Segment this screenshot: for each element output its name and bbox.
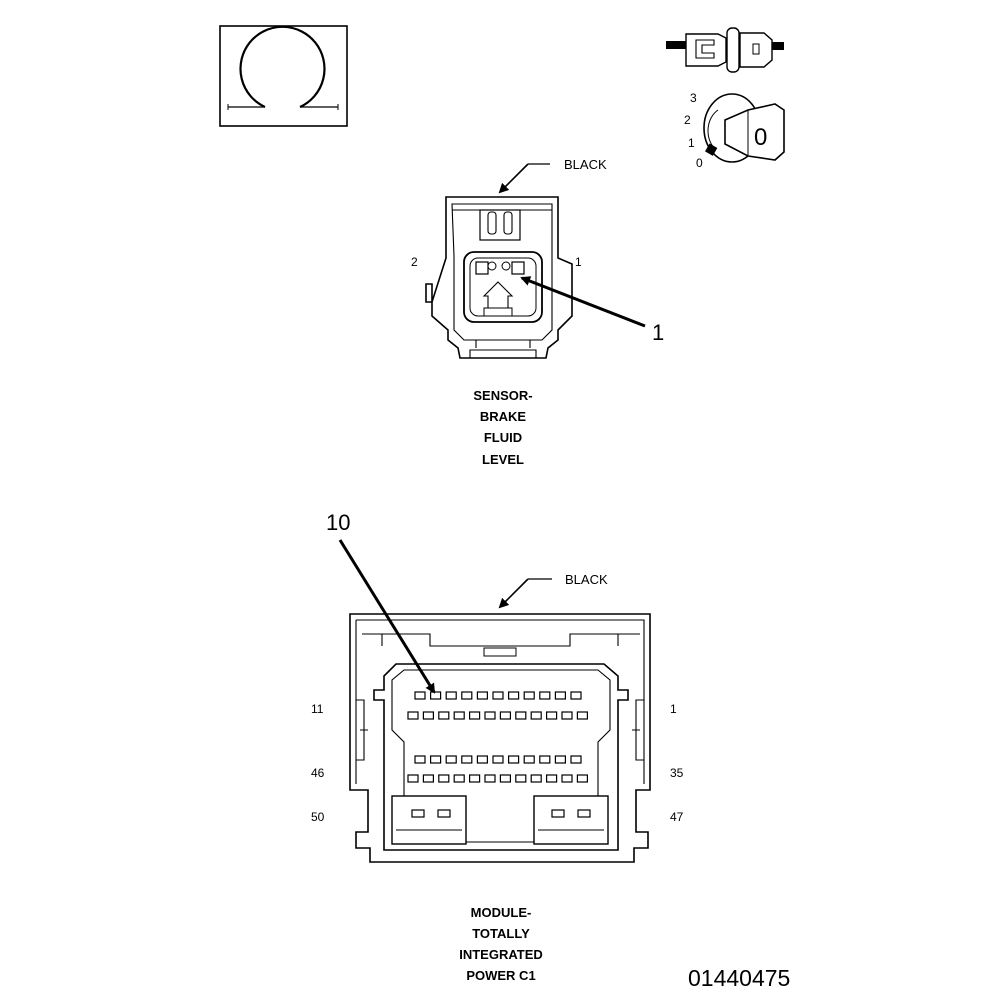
sensor-pin-right: 1: [575, 255, 582, 269]
module-pin-label-46: 46: [311, 766, 325, 780]
module-pin-cavity: [576, 774, 589, 783]
module-pin-cavity: [469, 711, 481, 720]
module-pin-cavity: [445, 691, 457, 700]
module-pin-grid: [407, 691, 591, 818]
module-pin-cavity: [570, 691, 582, 700]
module-pin-cavity: [499, 774, 511, 783]
module-pin-label-35: 35: [670, 766, 684, 780]
module-pin-label-1: 1: [670, 702, 677, 716]
module-caption-line-1: MODULE-: [471, 905, 532, 920]
module-pin-cavity: [508, 755, 520, 764]
key-switch-icon: 0 3 2 1 0: [684, 91, 785, 170]
module-pin-cavity: [539, 691, 551, 700]
key-position-1: 1: [688, 136, 695, 150]
module-pin-cavity: [523, 755, 535, 764]
module-pin-cavity: [508, 691, 520, 700]
sensor-color-leader: [498, 163, 550, 194]
sensor-caption-line-4: LEVEL: [482, 452, 524, 467]
module-pin-cavity: [530, 774, 542, 783]
sensor-caption-line-1: SENSOR-: [473, 388, 532, 403]
module-pin-cavity: [476, 691, 488, 700]
module-pin-cavity: [554, 755, 567, 764]
module-pin-label-47: 47: [670, 810, 684, 824]
module-color-leader: [498, 578, 552, 609]
key-position-0: 0: [696, 156, 703, 170]
module-pin-cavity: [576, 711, 589, 720]
module-caption-line-2: TOTALLY: [472, 926, 530, 941]
figure-number: 01440475: [688, 965, 790, 991]
module-pin-cavity: [430, 691, 442, 700]
module-pin-cavity: [539, 755, 551, 764]
module-pin-cavity: [554, 691, 567, 700]
module-pin-cavity: [561, 774, 573, 783]
module-pin-cavity: [499, 711, 511, 720]
sensor-color-label: BLACK: [564, 157, 607, 172]
module-pin-cavity: [492, 691, 504, 700]
key-label: 0: [754, 124, 767, 151]
module-pin-label-11: 11: [311, 702, 324, 716]
module-pin-cavity: [430, 755, 442, 764]
module-pin-cavity: [437, 809, 451, 818]
module-pin-cavity: [422, 711, 434, 720]
module-pin-cavity: [453, 774, 465, 783]
module-pin-cavity: [476, 755, 488, 764]
module-pin-cavity: [453, 711, 465, 720]
module-caption-line-4: POWER C1: [466, 968, 535, 983]
module-pin-cavity: [411, 809, 425, 818]
module-pin-label-50: 50: [311, 810, 325, 824]
module-pin-cavity: [551, 809, 565, 818]
sensor-connector: BLACK: [425, 157, 646, 359]
module-pin-cavity: [461, 691, 473, 700]
sensor-callout-number: 1: [652, 320, 664, 345]
module-pin-cavity: [438, 711, 450, 720]
module-pin-cavity: [414, 755, 426, 764]
module-pin-cavity: [523, 691, 535, 700]
inline-connector-icon: [666, 27, 784, 73]
module-pin-cavity: [422, 774, 434, 783]
module-pin-cavity: [570, 755, 582, 764]
module-pin-cavity: [545, 774, 558, 783]
module-pin-cavity: [407, 774, 419, 783]
sensor-pin-left: 2: [411, 255, 418, 269]
module-pin-cavity: [515, 774, 527, 783]
module-pin-cavity: [484, 774, 496, 783]
module-pin-cavity: [492, 755, 504, 764]
module-pin-cavity: [438, 774, 450, 783]
module-callout-arrow: [338, 539, 436, 694]
module-connector: [349, 578, 651, 863]
module-pin-cavity: [445, 755, 457, 764]
key-position-3: 3: [690, 91, 697, 105]
module-pin-cavity: [484, 711, 496, 720]
key-position-2: 2: [684, 113, 691, 127]
omega-circle-icon: [219, 25, 348, 127]
module-pin-cavity: [561, 711, 573, 720]
module-pin-cavity: [545, 711, 558, 720]
module-callout-number: 10: [326, 510, 350, 535]
module-pin-cavity: [414, 691, 426, 700]
sensor-caption-line-2: BRAKE: [480, 409, 527, 424]
module-caption-line-3: INTEGRATED: [459, 947, 543, 962]
module-pin-cavity: [515, 711, 527, 720]
module-pin-cavity: [407, 711, 419, 720]
module-pin-cavity: [469, 774, 481, 783]
sensor-caption-line-3: FLUID: [484, 430, 522, 445]
module-color-label: BLACK: [565, 572, 608, 587]
module-pin-cavity: [577, 809, 591, 818]
module-pin-cavity: [530, 711, 542, 720]
module-pin-cavity: [461, 755, 473, 764]
